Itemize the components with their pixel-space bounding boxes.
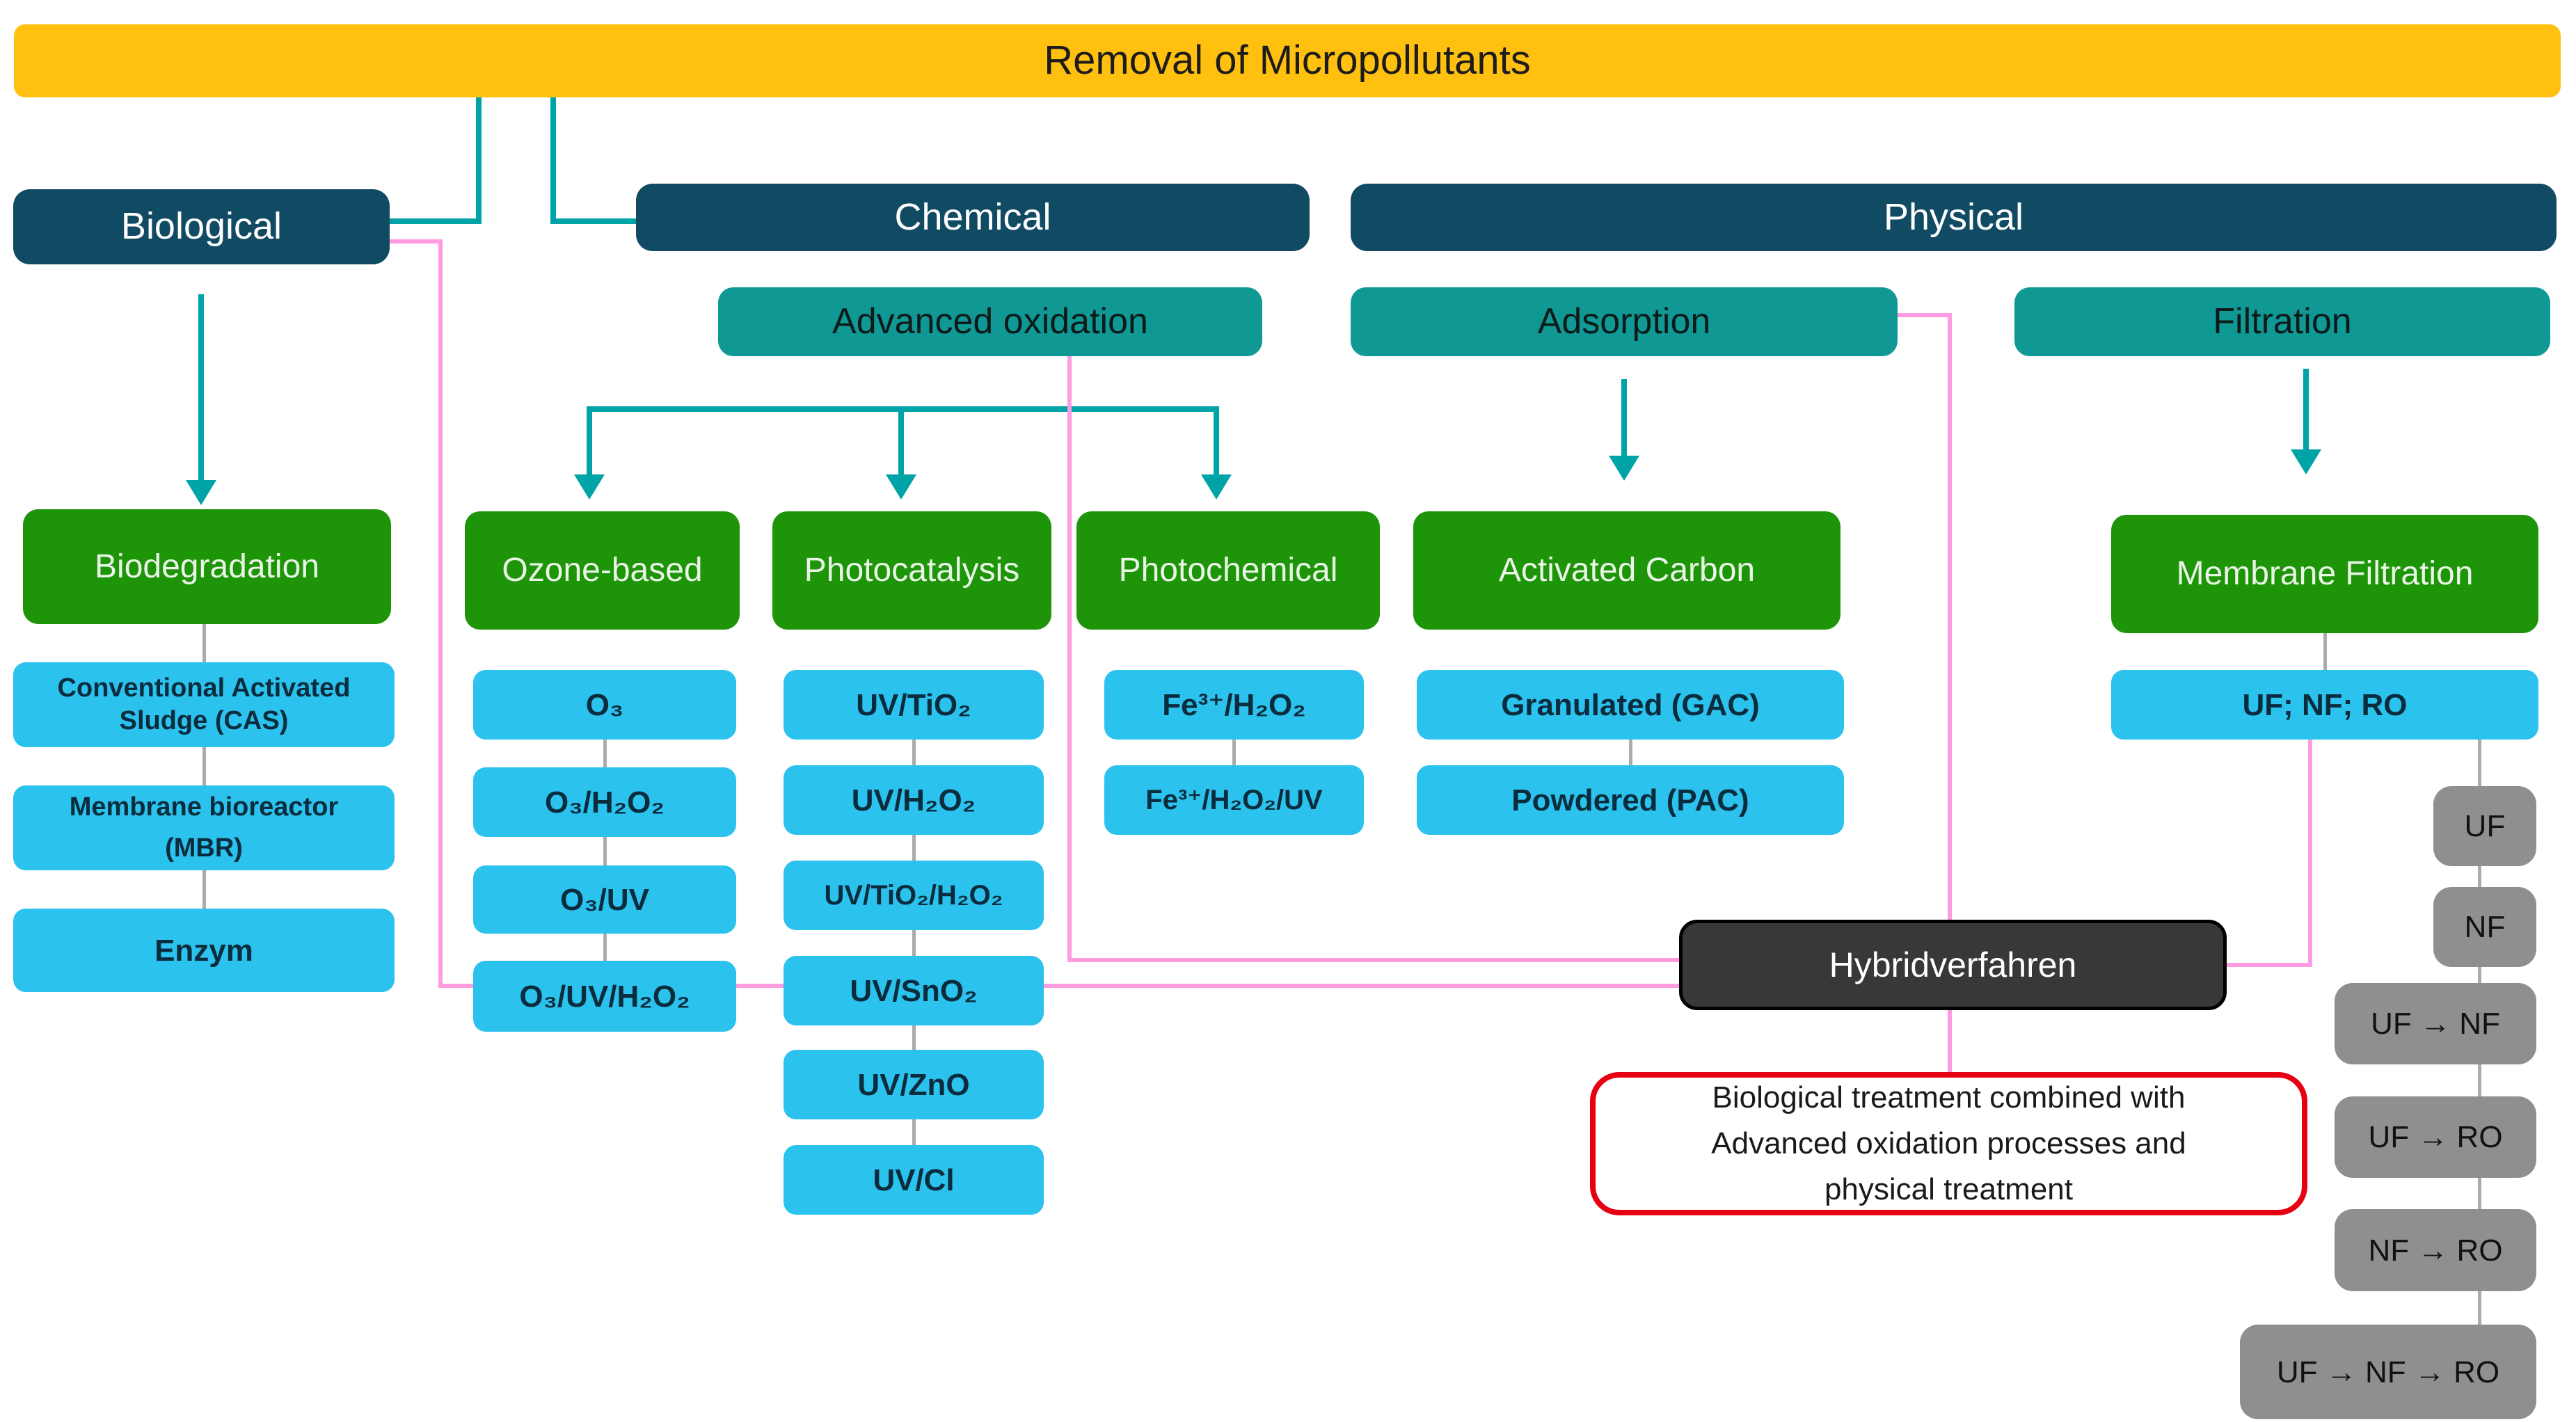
connector-to-chemical bbox=[550, 218, 639, 224]
arrow-biological-biodegradation bbox=[198, 294, 204, 482]
pink-adsorption-drop bbox=[1948, 313, 1952, 922]
arrow-adsorption-line bbox=[1621, 379, 1627, 457]
subbranch-filtration: Filtration bbox=[2014, 287, 2550, 356]
pink-biological-out bbox=[388, 239, 443, 243]
hybrid-box: Hybridverfahren bbox=[1679, 920, 2227, 1010]
item-uv-zno: UV/ZnO bbox=[784, 1050, 1044, 1119]
connector-membrane-filtration bbox=[2323, 633, 2327, 671]
sequence-uf: UF bbox=[2433, 786, 2536, 866]
arrowhead-photochemical bbox=[1201, 474, 1232, 500]
pink-filtration-to-hybrid bbox=[2225, 963, 2312, 967]
connector-photocatalysis-5 bbox=[912, 1119, 916, 1147]
item-cas: Conventional Activated Sludge (CAS) bbox=[13, 662, 395, 747]
page-title: Removal of Micropollutants bbox=[14, 24, 2561, 97]
item-o3-uv: O₃/UV bbox=[473, 865, 736, 934]
sequence-nf: NF bbox=[2433, 887, 2536, 967]
connector-photocatalysis-3 bbox=[912, 930, 916, 957]
connector-ozone-3 bbox=[603, 933, 607, 962]
arrowhead-membrane-filtration bbox=[2291, 449, 2321, 474]
item-uv-tio2-h2o2: UV/TiO₂/H₂O₂ bbox=[784, 861, 1044, 930]
connector-title-drop-left bbox=[476, 97, 482, 221]
connector-photocatalysis-4 bbox=[912, 1025, 916, 1051]
connector-photocatalysis-2 bbox=[912, 835, 916, 862]
item-o3-h2o2: O₃/H₂O₂ bbox=[473, 767, 736, 837]
item-fe-h2o2: Fe³⁺/H₂O₂ bbox=[1104, 670, 1364, 740]
arrow-ozone-based-line bbox=[587, 406, 592, 476]
connector-photocatalysis-1 bbox=[912, 740, 916, 767]
item-gac: Granulated (GAC) bbox=[1417, 670, 1844, 740]
branch-physical: Physical bbox=[1351, 184, 2557, 251]
subbranch-advanced-oxidation: Advanced oxidation bbox=[718, 287, 1262, 356]
item-fe-h2o2-uv: Fe³⁺/H₂O₂/UV bbox=[1104, 765, 1364, 835]
item-enzym: Enzym bbox=[13, 909, 395, 992]
item-o3-uv-h2o2: O₃/UV/H₂O₂ bbox=[473, 961, 736, 1032]
connector-biodegradation-cas bbox=[202, 624, 206, 664]
arrowhead-photocatalysis bbox=[886, 474, 916, 500]
arrow-photocatalysis-line bbox=[898, 406, 904, 476]
group-photocatalysis: Photocatalysis bbox=[772, 511, 1051, 630]
connector-ozone-2 bbox=[603, 836, 607, 867]
group-membrane-filtration: Membrane Filtration bbox=[2111, 515, 2538, 633]
connector-title-drop-right bbox=[550, 97, 556, 221]
group-photochemical: Photochemical bbox=[1076, 511, 1380, 630]
group-ozone-based: Ozone-based bbox=[465, 511, 740, 630]
sequence-uf-nf: UF → NF bbox=[2335, 983, 2536, 1064]
arrow-photochemical-line bbox=[1214, 406, 1219, 476]
item-uf-nf-ro: UF; NF; RO bbox=[2111, 670, 2538, 740]
pink-adsorption-out bbox=[1898, 313, 1952, 317]
arrowhead-biodegradation bbox=[186, 480, 216, 505]
pink-advanced-oxidation-to-hybrid bbox=[1067, 958, 1680, 962]
hybrid-note: Biological treatment combined with Advan… bbox=[1590, 1072, 2307, 1215]
pink-filtration-drop bbox=[2308, 740, 2312, 966]
sequence-nf-ro: NF → RO bbox=[2335, 1209, 2536, 1291]
connector-to-biological bbox=[387, 218, 482, 224]
item-pac: Powdered (PAC) bbox=[1417, 765, 1844, 835]
connector-gac-pac bbox=[1629, 740, 1632, 767]
group-activated-carbon: Activated Carbon bbox=[1413, 511, 1840, 630]
connector-mbr-enzym bbox=[202, 870, 206, 910]
connector-cas-mbr bbox=[202, 747, 206, 787]
arrow-filtration-line bbox=[2303, 369, 2309, 451]
item-mbr: Membrane bioreactor (MBR) bbox=[13, 785, 395, 870]
connector-ozone-1 bbox=[603, 740, 607, 769]
arrowhead-activated-carbon bbox=[1609, 456, 1639, 481]
arrowhead-ozone-based bbox=[574, 474, 605, 500]
item-o3: O₃ bbox=[473, 670, 736, 740]
item-uv-tio2: UV/TiO₂ bbox=[784, 670, 1044, 740]
branch-biological: Biological bbox=[13, 189, 390, 264]
item-uv-cl: UV/Cl bbox=[784, 1145, 1044, 1215]
item-uv-h2o2: UV/H₂O₂ bbox=[784, 765, 1044, 835]
pink-hybrid-to-note bbox=[1948, 1010, 1952, 1074]
pink-biological-to-hybrid bbox=[438, 984, 1680, 988]
subbranch-adsorption: Adsorption bbox=[1351, 287, 1898, 356]
item-uv-sno2: UV/SnO₂ bbox=[784, 956, 1044, 1025]
branch-chemical: Chemical bbox=[636, 184, 1310, 251]
pink-biological-drop bbox=[438, 239, 443, 988]
sequence-uf-nf-ro: UF → NF → RO bbox=[2240, 1325, 2536, 1419]
group-biodegradation: Biodegradation bbox=[23, 509, 391, 624]
sequence-uf-ro: UF → RO bbox=[2335, 1096, 2536, 1178]
pink-advanced-oxidation-drop bbox=[1067, 356, 1072, 961]
connector-photochemical-1 bbox=[1232, 740, 1236, 767]
